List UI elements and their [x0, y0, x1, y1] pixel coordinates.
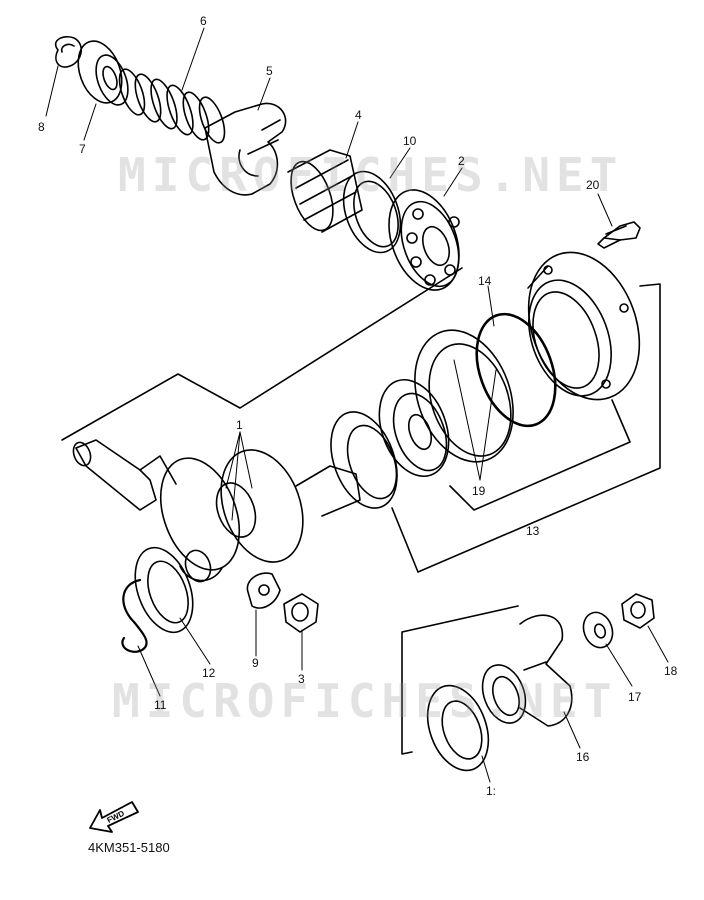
clutch-hub-part: [287, 149, 363, 233]
lock-washer-part: [246, 572, 281, 609]
callout-20: 20: [586, 178, 600, 192]
callout-1: 1: [236, 418, 243, 432]
callout-15: 1:: [486, 784, 497, 798]
retaining-ring-part: [342, 170, 402, 254]
compression-spring-part: [118, 68, 226, 144]
callout-5: 5: [266, 64, 273, 78]
diagram-code: 4KM351-5180: [88, 840, 170, 855]
housing-group-inner-line: [449, 399, 631, 511]
spring-seat-part: [77, 40, 129, 106]
callout-16: 16: [576, 750, 590, 764]
callout-11: 11: [154, 698, 167, 712]
circlip-part: [54, 35, 82, 68]
drive-shaft-gear-part: [72, 439, 361, 583]
lower-circlip-part: [121, 578, 148, 653]
callout-12: 12: [202, 666, 216, 680]
oil-seal-part: [426, 684, 490, 772]
watermark-text: MICROFICHES.NET: [112, 674, 618, 728]
nut-part: [283, 593, 319, 633]
shift-fork-part: [204, 102, 287, 196]
housing-group-bracket: [391, 283, 661, 573]
yoke-group-bracket: [401, 605, 519, 755]
spline-collar-part: [330, 411, 398, 509]
flange-nut-part: [621, 593, 655, 629]
shim-part: [414, 329, 514, 463]
ball-bearing-part: [388, 189, 460, 291]
callout-4: 4: [355, 108, 362, 122]
callout-19: 19: [472, 484, 486, 498]
callout-6: 6: [200, 14, 207, 28]
callout-17: 17: [628, 690, 642, 704]
o-ring-part: [475, 312, 557, 428]
flat-washer-part: [582, 611, 614, 649]
group-bracket-line: [61, 267, 463, 441]
callout-9: 9: [252, 656, 259, 670]
callout-8: 8: [38, 120, 45, 134]
callout-13: 13: [526, 524, 540, 538]
leader-lines: [45, 27, 669, 783]
callout-2: 2: [458, 154, 465, 168]
watermark-text: MICROFICHES.NET: [118, 148, 624, 202]
callout-18: 18: [664, 664, 678, 678]
callout-7: 7: [79, 142, 86, 156]
callout-10: 10: [403, 134, 417, 148]
forward-arrow-icon: FWD: [89, 801, 139, 833]
callout-14: 14: [478, 274, 492, 288]
lower-bearing-part: [134, 546, 194, 634]
bearing-housing-part: [527, 251, 641, 401]
universal-joint-yoke-part: [481, 614, 573, 727]
bolt-part: [597, 221, 641, 249]
callout-3: 3: [298, 672, 305, 686]
